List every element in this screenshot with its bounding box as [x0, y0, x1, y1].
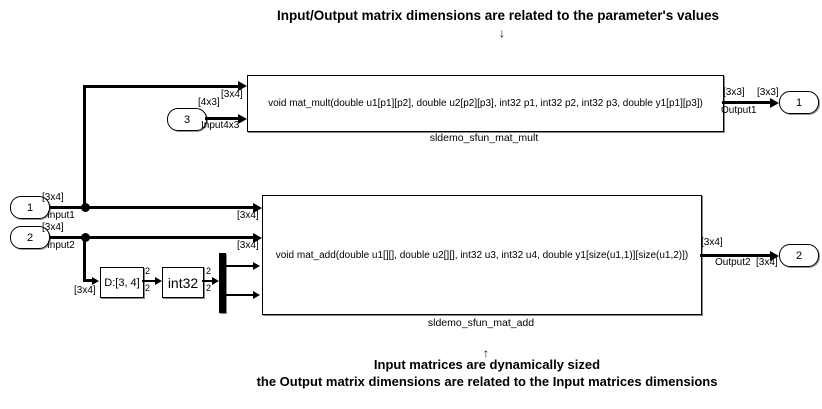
arrowhead-mat-mult-in2	[238, 114, 247, 124]
mat-add-in1-dim-label: [3x4]	[237, 210, 259, 221]
input2-dim-label: [3x4]	[42, 222, 64, 233]
inport-2[interactable]: 2	[10, 226, 50, 249]
input3-name-label: Input4x3	[201, 120, 240, 131]
arrowhead-mat-mult-in1	[238, 81, 247, 91]
cast-out-width-label-bottom: 2	[206, 283, 212, 293]
output2-dim-label-block: [3x4]	[701, 237, 723, 248]
input1-name-label: Input1	[47, 210, 75, 221]
output1-name-label: Output1	[721, 105, 757, 116]
cast-label: int32	[167, 274, 199, 291]
probe-label: D:[3, 4]	[104, 276, 140, 289]
arrowhead-outport-1	[770, 98, 779, 108]
wire-cast-to-demux[interactable]	[202, 280, 213, 282]
outport-1[interactable]: 1	[779, 91, 819, 114]
mat-add-in2-dim-label: [3x4]	[237, 240, 259, 251]
arrowhead-outport-2	[770, 251, 779, 261]
inport-1[interactable]: 1	[10, 196, 50, 219]
outport-2[interactable]: 2	[779, 244, 819, 267]
inport-3-number: 3	[183, 113, 191, 126]
bottom-annotation-line1: Input matrices are dynamically sized	[373, 357, 601, 372]
mat-mult-block-name: sldemo_sfun_mat_mult	[429, 132, 539, 144]
up-arrow-annotation: ↑	[483, 346, 489, 360]
wire-to-probe[interactable]	[83, 279, 93, 282]
input1-dim-label: [3x4]	[42, 192, 64, 203]
inport-2-number: 2	[26, 231, 34, 244]
input3-dim-label: [4x3]	[198, 97, 220, 108]
wire-input1-to-mat-mult[interactable]	[83, 85, 239, 88]
wire-input2-to-mat-add[interactable]	[50, 236, 255, 239]
wire-demux-out2[interactable]	[226, 294, 254, 296]
block-sldemo-sfun-mat-mult[interactable]: void mat_mult(double u1[p1][p2], double …	[247, 75, 724, 132]
input2-name-label: Input2	[47, 240, 75, 251]
output2-name-label: Output2	[715, 257, 751, 268]
wire-input1-branch-up[interactable]	[83, 85, 86, 209]
block-probe-dimensions[interactable]: D:[3, 4]	[100, 267, 144, 298]
wire-mat-add-to-output2[interactable]	[700, 254, 771, 257]
wire-probe-to-cast[interactable]	[142, 280, 156, 282]
output1-dim-label-port: [3x3]	[757, 87, 779, 98]
wire-mat-mult-to-output1[interactable]	[722, 101, 772, 104]
block-demux[interactable]	[219, 253, 226, 313]
arrowhead-probe-in	[92, 277, 99, 285]
bottom-annotation-line2: the Output matrix dimensions are related…	[256, 374, 718, 389]
probe-out-width-label-top: 2	[145, 266, 151, 276]
down-arrow-annotation: ↓	[499, 26, 505, 40]
arrowhead-cast-in	[155, 277, 162, 285]
output2-dim-label-port: [3x4]	[756, 257, 778, 268]
probe-out-width-label-bottom: 2	[145, 283, 151, 293]
top-annotation-title: Input/Output matrix dimensions are relat…	[276, 8, 720, 23]
probe-in-dim-label: [3x4]	[74, 285, 96, 296]
wire-demux-out1[interactable]	[226, 265, 254, 267]
wire-input1-to-mat-add[interactable]	[50, 206, 255, 209]
outport-1-number: 1	[795, 96, 803, 109]
block-data-type-conversion-int32[interactable]: int32	[162, 267, 204, 298]
arrowhead-mat-add-in4	[253, 291, 260, 299]
block-sldemo-sfun-mat-add[interactable]: void mat_add(double u1[][], double u2[][…	[262, 195, 702, 315]
mat-mult-signature: void mat_mult(double u1[p1][p2], double …	[268, 98, 703, 109]
mat-add-block-name: sldemo_sfun_mat_add	[427, 317, 535, 329]
wire-input3-to-mat-mult[interactable]	[205, 117, 239, 120]
arrowhead-mat-add-in2	[253, 233, 262, 243]
mat-mult-in1-dim-label: [3x4]	[221, 89, 243, 100]
arrowhead-demux-in	[212, 277, 219, 285]
outport-2-number: 2	[795, 249, 803, 262]
cast-out-width-label-top: 2	[206, 266, 212, 276]
output1-dim-label-block: [3x3]	[723, 87, 745, 98]
arrowhead-mat-add-in3	[253, 262, 260, 270]
mat-add-signature: void mat_add(double u1[][], double u2[][…	[275, 249, 689, 261]
wire-input2-branch-down[interactable]	[83, 236, 86, 282]
arrowhead-mat-add-in1	[253, 203, 262, 213]
inport-1-number: 1	[26, 201, 34, 214]
